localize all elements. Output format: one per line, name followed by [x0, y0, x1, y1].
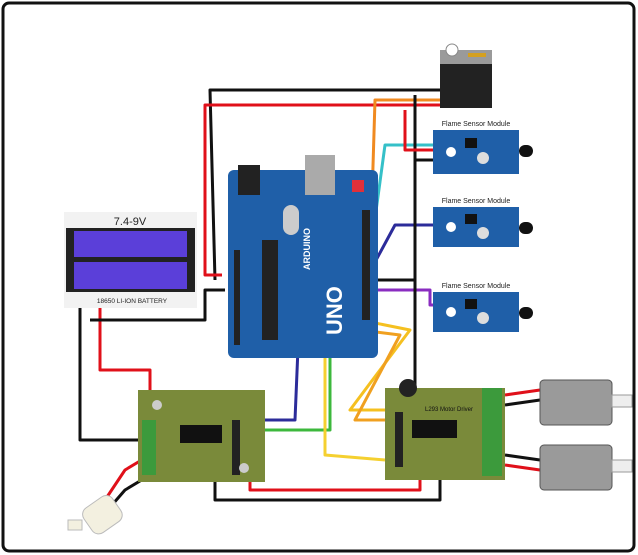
wire-red-sensors: [403, 110, 440, 152]
flame-sensor-2: Flame Sensor Module: [433, 198, 533, 247]
battery-pack: 7.4-9V 18650 LI-ION BATTERY: [64, 212, 197, 308]
flame-sensor-title: Flame Sensor Module: [442, 283, 511, 290]
battery-label: 18650 LI-ION BATTERY: [97, 298, 168, 305]
flame-sensor-title: Flame Sensor Module: [442, 121, 511, 128]
arduino-uno-board: ARDUINO UNO: [228, 155, 378, 358]
wire-black-top: [208, 88, 445, 281]
wire-yellow-2: [353, 328, 402, 422]
wire-red-top: [203, 103, 440, 277]
wire-black-battery: [78, 290, 150, 442]
arduino-brand: ARDUINO: [302, 228, 312, 270]
wire-motor1-red: [504, 388, 541, 397]
flame-sensor-title: Flame Sensor Module: [442, 198, 511, 205]
motor-driver-left: [138, 390, 265, 482]
flame-sensor-1: Flame Sensor Module: [433, 121, 533, 174]
wire-black-driver: [213, 470, 442, 502]
wire-motor2-red: [504, 463, 541, 472]
battery-voltage: 7.4-9V: [114, 216, 147, 228]
servo-motor: [440, 43, 492, 108]
water-pump: [67, 495, 123, 535]
dc-motor-2: [539, 444, 633, 491]
wire-black-gnd: [90, 288, 225, 322]
arduino-model: UNO: [322, 286, 347, 335]
motor-driver-right: L293 Motor Driver: [385, 379, 505, 480]
dc-motor-1: [539, 379, 633, 426]
motor-driver-title: L293 Motor Driver: [425, 407, 473, 413]
wire-motor2: [504, 453, 541, 462]
wire-motor1: [504, 398, 541, 407]
flame-sensor-3: Flame Sensor Module: [433, 283, 533, 332]
wire-yellow-3: [323, 310, 386, 462]
